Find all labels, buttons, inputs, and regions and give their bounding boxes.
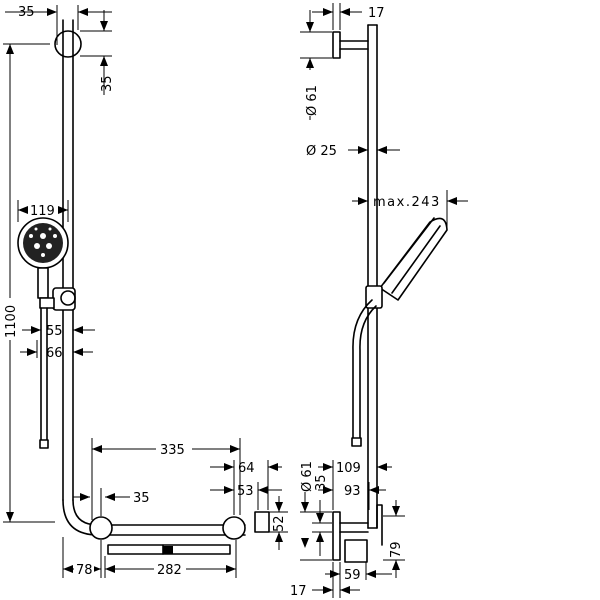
dim-offset-35-label: 35: [314, 474, 329, 491]
dim-base-59: 59: [325, 562, 392, 583]
dim-height-79: 79: [383, 500, 405, 578]
holder-clip: [39, 297, 55, 309]
dim-max-reach: max.243: [352, 190, 468, 228]
dim-top-offset-v: 35: [80, 10, 115, 95]
dim-end-cap-52-label: 52: [272, 515, 287, 532]
side-hose-outer: [352, 299, 373, 439]
hose-connector: [39, 439, 49, 449]
dim-corner-offset-label: 35: [133, 491, 150, 506]
corner-wall-bracket: [89, 516, 113, 540]
dim-diameter-61-top: Ø 61: [300, 10, 332, 120]
dim-offset-35: 35: [312, 474, 332, 556]
dim-height-79-label: 79: [389, 541, 404, 558]
shelf-drain: [163, 546, 173, 554]
dim-corner-offset: 35: [73, 488, 150, 516]
dim-top-offset-h-label: 35: [18, 5, 35, 20]
dim-holder-55: 55: [22, 315, 95, 339]
dim-head-diameter-label: 119: [30, 204, 55, 219]
dim-head-diameter: 119: [17, 200, 69, 222]
dim-wall-clearance-bottom-label: 17: [290, 584, 307, 599]
front-view: 35 35 1100: [3, 5, 288, 578]
dim-diameter-25: Ø 25: [306, 144, 400, 159]
bottom-wall-flange: [332, 511, 341, 561]
dim-bend-offset: 78: [62, 537, 102, 578]
dim-depth-93-label: 93: [344, 484, 361, 499]
dim-depth-93: 93: [318, 482, 386, 510]
dim-end-cap-52: 52: [269, 496, 288, 550]
bottom-shelf-side: [344, 539, 368, 563]
side-hose-connector: [351, 437, 362, 447]
dim-total-height-label: 1100: [4, 305, 19, 338]
dim-end-cap-64-label: 64: [238, 461, 255, 476]
dim-total-height: 1100: [3, 43, 55, 523]
dim-bend-offset-label: 78: [76, 563, 93, 578]
dim-top-offset-v-label: 35: [100, 75, 115, 92]
dim-horizontal-length-label: 335: [160, 443, 185, 458]
dim-diameter-61-bottom: Ø 61: [297, 446, 332, 561]
end-cap: [254, 511, 270, 533]
dim-wall-clearance-top: 17: [312, 3, 385, 30]
top-wall-flange: [332, 31, 341, 59]
dim-max-reach-label: max.243: [373, 195, 441, 210]
dim-diameter-61-bottom-label: Ø 61: [300, 461, 315, 492]
dim-top-offset-h: 35: [5, 5, 112, 45]
dim-depth-109-label: 109: [336, 461, 361, 476]
shower-head-face: [23, 223, 63, 263]
end-wall-bracket: [222, 516, 246, 540]
shower-nozzles: [29, 227, 57, 257]
dim-diameter-61-top-label: Ø 61: [305, 85, 320, 116]
dim-wall-clearance-bottom: 17: [290, 562, 360, 599]
dim-end-cap-53-label: 53: [237, 484, 254, 499]
dim-base-59-label: 59: [344, 568, 361, 583]
top-wall-bracket: [54, 30, 82, 58]
dim-wall-clearance-top-label: 17: [368, 6, 385, 21]
dim-horizontal-length: 335: [91, 438, 241, 520]
side-hose-inner: [359, 305, 377, 439]
side-handshower-face-line: [383, 217, 435, 284]
dim-diameter-25-label: Ø 25: [306, 144, 337, 159]
handshower-handle: [37, 267, 49, 299]
bottom-bend: [367, 504, 383, 546]
dim-holder-66: 66: [20, 340, 93, 361]
dim-depth-109: 109: [318, 460, 392, 510]
side-view: 17 Ø 61 Ø 25 max.2: [290, 3, 468, 599]
slider-knob: [60, 290, 76, 306]
dim-holder-55-label: 55: [46, 324, 63, 339]
side-handshower-inner-line: [391, 225, 441, 294]
dim-end-cap-53: 53: [210, 482, 282, 512]
dim-holder-66-label: 66: [46, 346, 63, 361]
dim-bottom-width: 282: [104, 540, 237, 578]
dim-bottom-width-label: 282: [157, 563, 182, 578]
